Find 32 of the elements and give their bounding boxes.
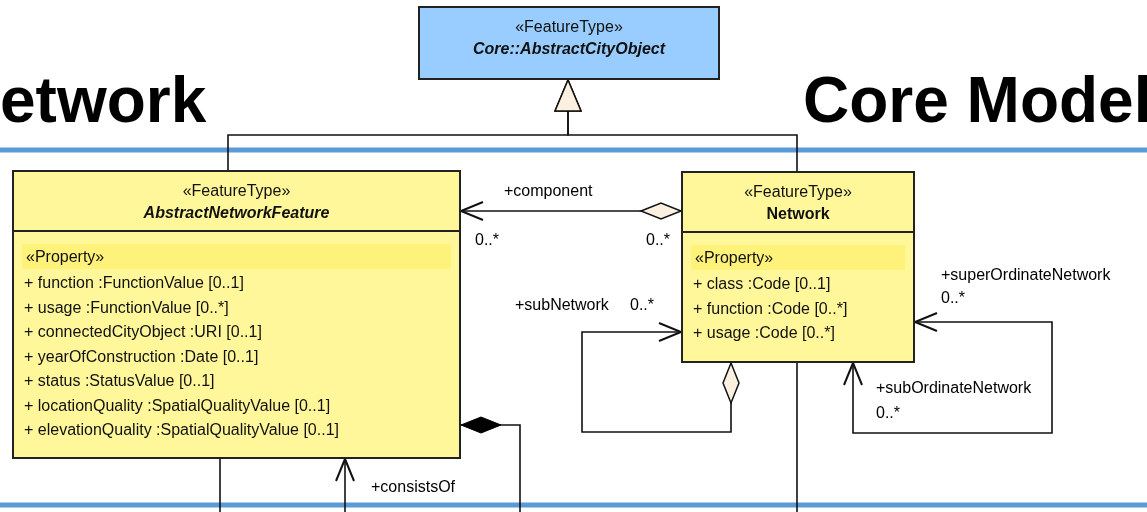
association-arrow [554,79,798,172]
class-name: Network [765,204,831,224]
class-box [418,6,720,80]
association-arrow [460,201,682,221]
class-name: AbstractNetworkFeature [142,203,331,223]
stereotype-label: «Property» [22,244,451,269]
attribute-text: + elevationQuality :SpatialQualityValue [0..1] [23,420,340,440]
connector-line [219,458,221,512]
attribute-text: + function :FunctionValue [0..1] [23,273,245,293]
stereotype-label: «FeatureType» [743,182,853,202]
role-label: +component [503,182,594,200]
attribute-text: + function :Code [0..*] [692,298,849,319]
attribute-text: + connectedCityObject :URI [0..1] [23,322,263,342]
connector-line [796,362,798,512]
association-arrow [843,312,1053,434]
attribute-text: + status :StatusValue [0..1] [23,371,216,391]
stereotype-label: «FeatureType» [514,17,624,37]
slide-title: Core Model [803,65,1147,135]
class-box [681,171,915,363]
attribute-text: + class :Code [0..1] [692,274,832,294]
attribute-text: + usage :FunctionValue [0..*] [23,297,230,318]
attribute-text: + usage :Code [0..*] [692,323,836,343]
attribute-text: + locationQuality :SpatialQualityValue [0..1] [23,395,332,416]
stereotype-label: «FeatureType» [181,181,292,201]
association-arrow [335,458,355,512]
slide-title: etwork [0,65,207,135]
attribute-text: + yearOfConstruction :Date [0..1] [23,346,260,367]
role-label: +superOrdinateNetwork [940,266,1112,284]
stereotype-label: «Property» [691,245,905,270]
class-box [12,170,461,459]
association-arrow [581,322,740,433]
class-name: Core::AbstractCityObject [472,39,667,59]
